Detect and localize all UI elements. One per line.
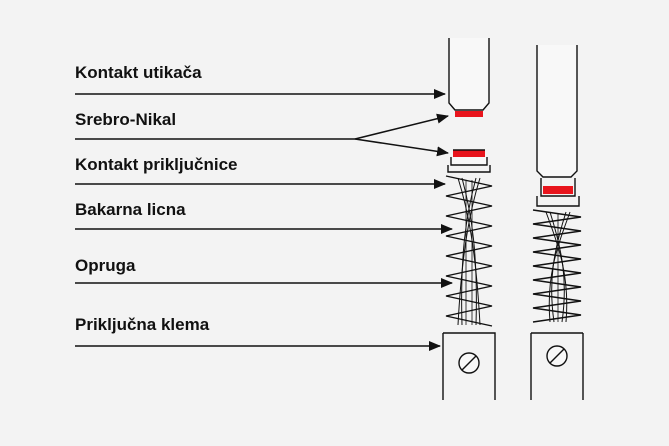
spring <box>445 175 493 327</box>
label-kontakt-utikaca: Kontakt utikača <box>75 63 202 82</box>
plug-silver-nickel-contact <box>455 111 483 117</box>
label-bakarna-licna: Bakarna licna <box>75 200 186 219</box>
label-opruga: Opruga <box>75 256 136 275</box>
connector-open <box>442 38 496 400</box>
plug-pin-mated <box>536 45 578 178</box>
spring-mated <box>532 209 582 323</box>
socket-silver-nickel-contact <box>453 150 485 157</box>
label-srebro-nikal: Srebro-Nikal <box>75 110 177 129</box>
contact-mated <box>543 186 573 194</box>
terminal-clamp <box>442 332 496 400</box>
terminal-clamp-mated <box>530 332 584 400</box>
connector-mated <box>530 45 584 400</box>
copper-braid <box>457 177 481 326</box>
plug-pin <box>448 38 490 111</box>
label-kontakt-prikljucnice: Kontakt priključnice <box>75 155 238 174</box>
arrow-srebro-nikal-lower <box>354 138 449 157</box>
label-prikljucna-klema: Priključna klema <box>75 315 210 334</box>
pointer-arrows <box>75 89 453 351</box>
arrow-srebro-nikal-upper <box>354 113 449 140</box>
socket-contact-body <box>450 157 488 166</box>
